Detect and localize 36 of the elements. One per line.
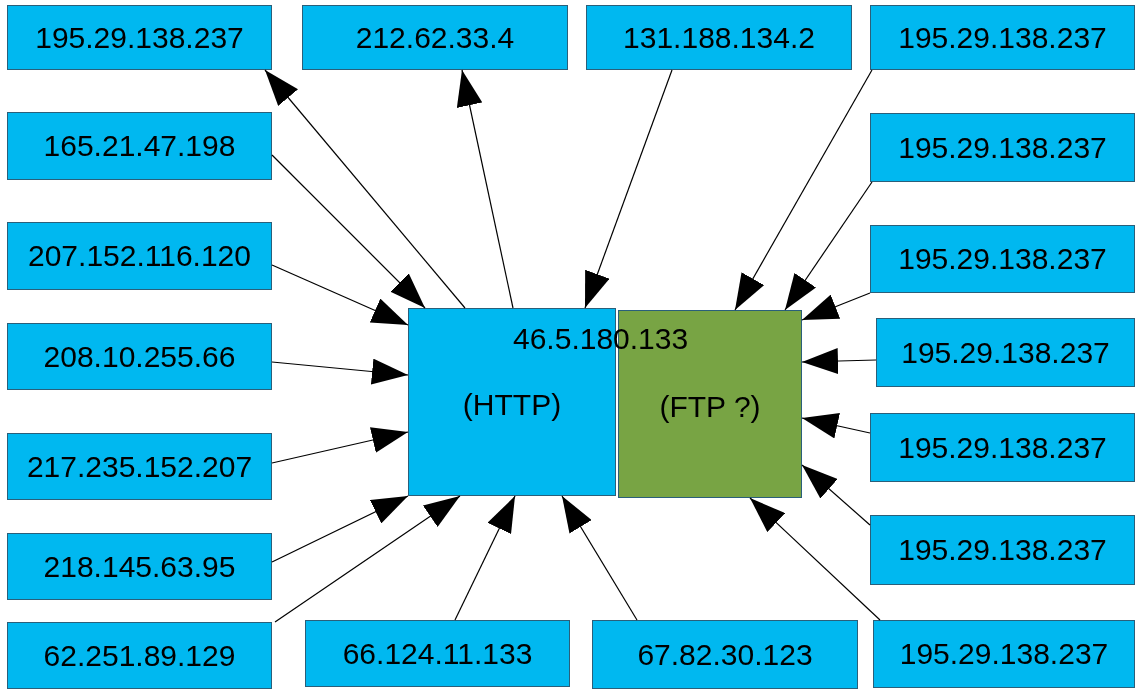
- arrow: [801, 292, 871, 321]
- ip-address-box: 195.29.138.237: [870, 413, 1135, 482]
- arrow: [271, 495, 409, 563]
- arrow: [801, 464, 871, 526]
- arrow: [801, 413, 871, 439]
- ip-address-box: 218.145.63.95: [7, 533, 272, 600]
- arrow: [454, 495, 516, 621]
- arrow: [584, 69, 673, 309]
- arrow: [784, 181, 873, 311]
- arrow: [749, 497, 881, 621]
- arrow: [456, 69, 514, 309]
- ip-address-box: 195.29.138.237: [873, 620, 1135, 688]
- arrow: [561, 495, 638, 621]
- ip-address-box: 195.29.138.237: [870, 113, 1135, 182]
- ip-address-box: 67.82.30.123: [592, 620, 858, 689]
- arrow: [264, 69, 466, 309]
- arrow: [271, 427, 409, 464]
- ip-address-box: 207.152.116.120: [7, 222, 272, 290]
- ip-address-box: 195.29.138.237: [870, 515, 1135, 585]
- ip-address-box: 195.29.138.237: [870, 225, 1135, 293]
- ip-address-box: 62.251.89.129: [7, 622, 272, 689]
- ip-address-box: 165.21.47.198: [7, 112, 272, 180]
- arrow: [274, 495, 461, 623]
- ip-address-box: 195.29.138.237: [876, 318, 1135, 387]
- arrow: [801, 348, 877, 374]
- ip-address-box: 212.62.33.4: [302, 5, 568, 70]
- ip-address-box: 217.235.152.207: [7, 433, 272, 500]
- arrow: [271, 154, 426, 309]
- ip-address-box: 208.10.255.66: [7, 323, 272, 390]
- arrow: [271, 358, 409, 385]
- arrow: [734, 69, 873, 311]
- ip-address-box: 195.29.138.237: [7, 5, 272, 70]
- ip-address-box: 66.124.11.133: [305, 620, 570, 687]
- arrow: [271, 264, 409, 326]
- ip-address-box: 131.188.134.2: [586, 5, 852, 70]
- ip-address-box: 195.29.138.237: [870, 5, 1135, 70]
